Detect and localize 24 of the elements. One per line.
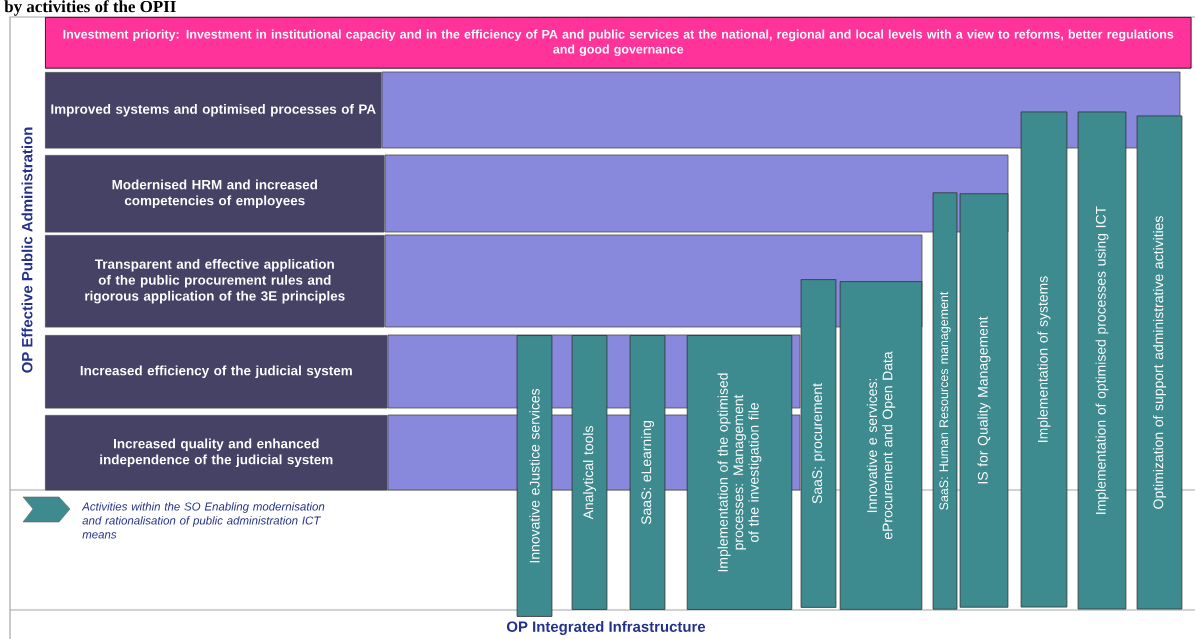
- heading: by activities of the OPII: [4, 0, 176, 16]
- activity-box: SaaS: Human Resources management: [932, 192, 958, 610]
- objective-row: Modernised HRM and increased competencies of employees: [45, 154, 1009, 233]
- activity-box: Analytical tools: [571, 335, 608, 610]
- objective-row: Improved systems and optimised processes of PA: [45, 71, 1181, 149]
- node-label: Transparent and effective application of the public procurement rules and rigorous application of the 3E principles: [85, 258, 345, 304]
- activity-box: Optimization of support administrative activities: [1136, 115, 1183, 610]
- objective-row: Transparent and effective application of the public procurement rules and rigorous application of the 3E principles: [45, 234, 923, 328]
- activity-box: Innovative eJustice services: [516, 335, 553, 617]
- side-label: OP Effective Public Administration: [21, 127, 33, 373]
- legend-text: Activities within the SO Enabling modernisation and rationalisation of public administration ICT means: [81, 502, 325, 539]
- activity-box: Implementation of the optimised processes: Management of the investigation file: [686, 335, 793, 610]
- activity-box: Implementation of systems: [1020, 111, 1068, 608]
- node-label: Improved systems and optimised processes of PA: [51, 103, 376, 117]
- node-label: Increased efficiency of the judicial system: [80, 365, 352, 379]
- activity-box: IS for Quality Management: [959, 193, 1009, 608]
- activity-box: SaaS: eLearning: [629, 335, 666, 610]
- activity-box: SaaS: procurement: [800, 279, 837, 608]
- bottom-label: OP Integrated Infrastructure: [506, 621, 706, 635]
- priority-banner: Investment priority: Investment in institutional capacity and in the efficiency of PA and public services at the national, regional and local levels with a view to reforms, better regulations and good governance: [45, 17, 1192, 69]
- node-label: Increased quality and enhanced independence of the judicial system: [100, 438, 333, 467]
- activity-box: Innovative e services: eProcurement and Open Data: [839, 281, 923, 610]
- node-label: Modernised HRM and increased competencies of employees: [112, 179, 317, 208]
- activity-box: Implementation of optimised processes using ICT: [1077, 111, 1127, 610]
